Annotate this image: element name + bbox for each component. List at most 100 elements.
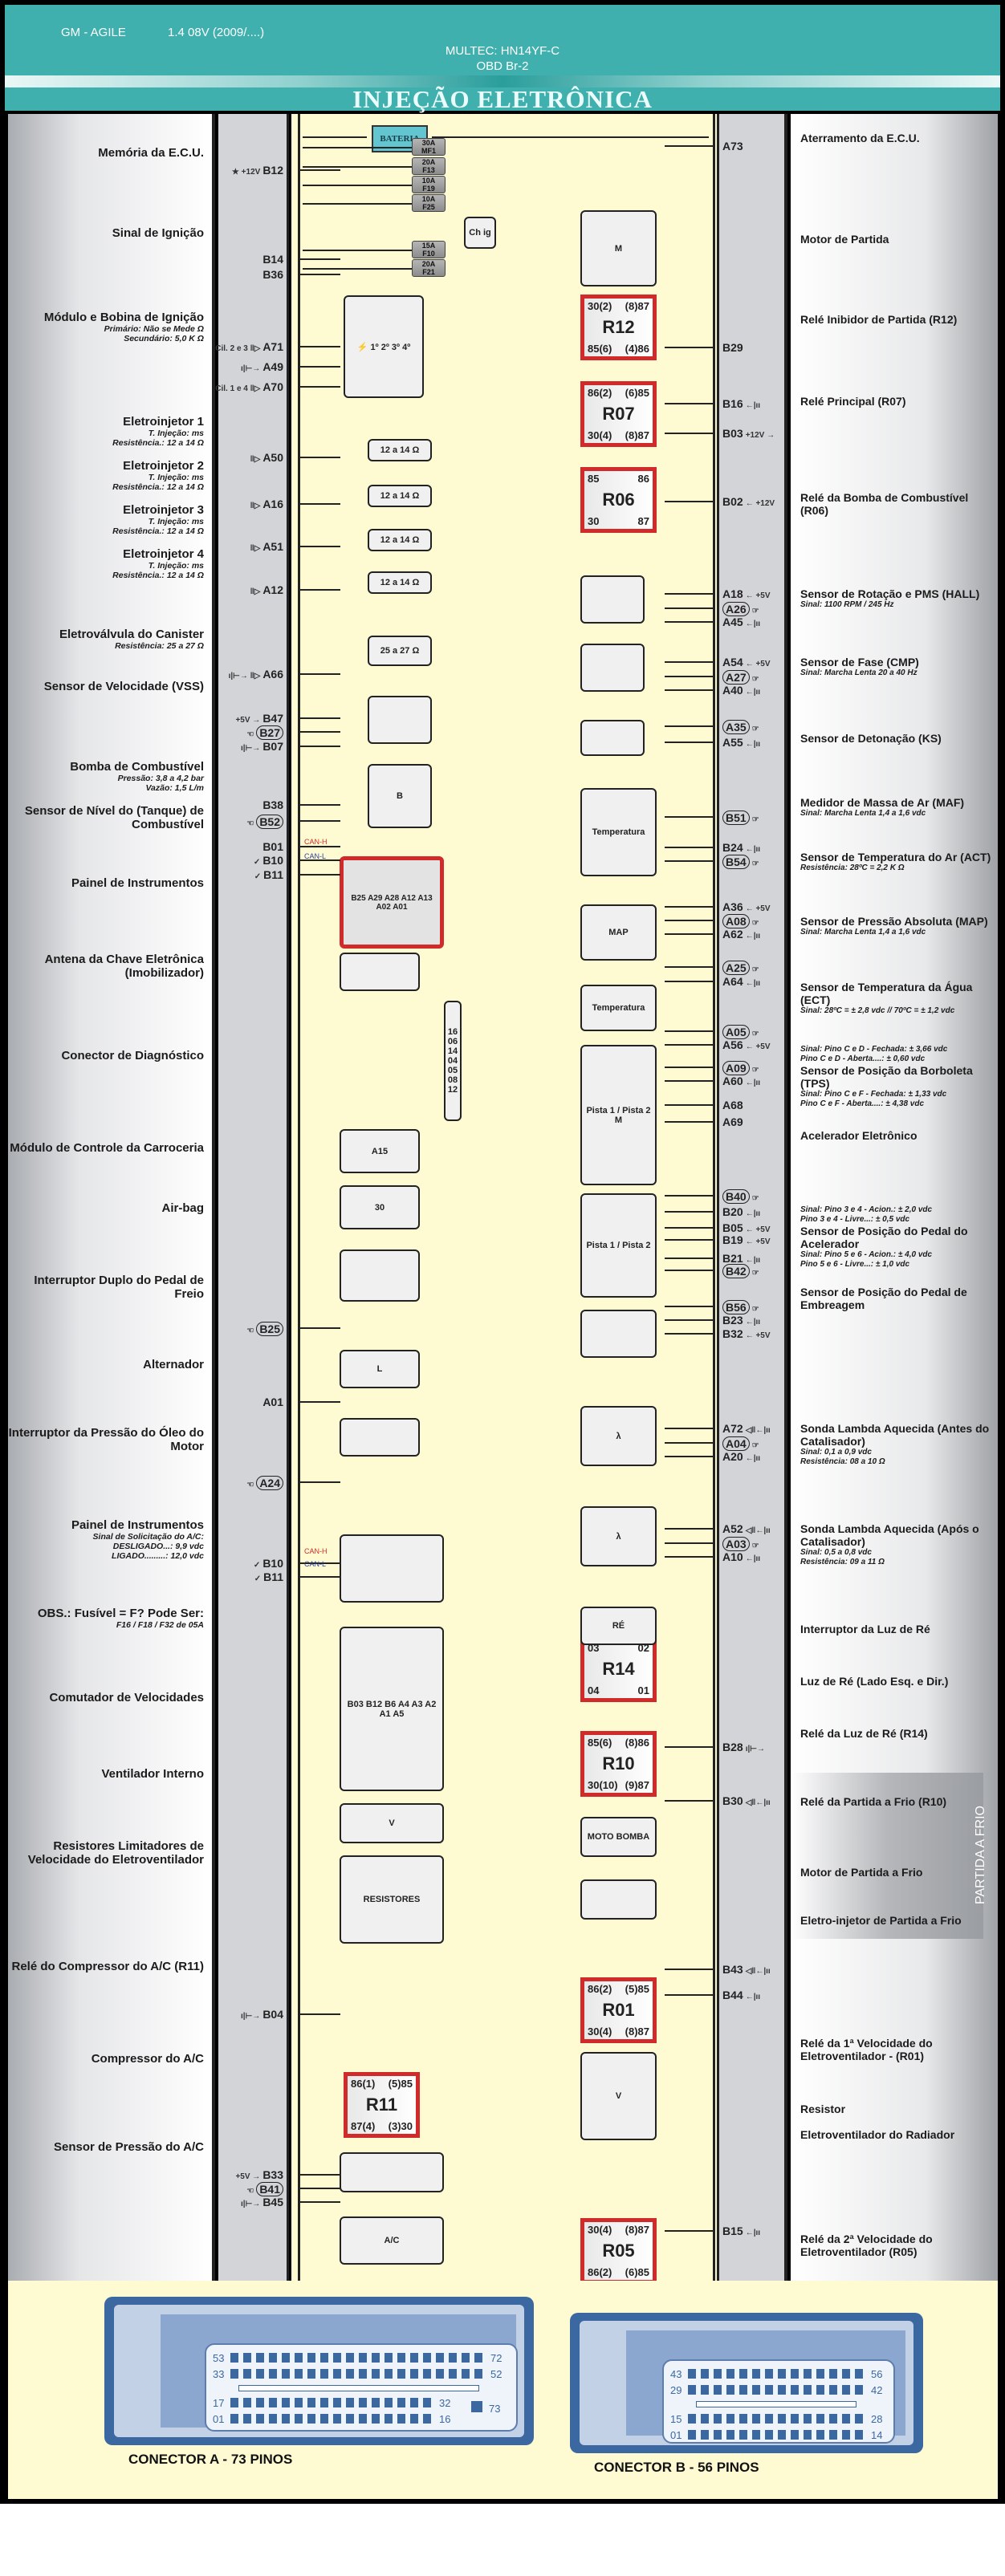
pin-b30[interactable]: B30◁‖←|ıı (722, 1794, 773, 1810)
pin-b44[interactable]: B44←|ıı (722, 1989, 763, 2004)
pin-b40[interactable]: B40☞ (722, 1189, 762, 1205)
pin-b10[interactable]: ✓B10 (251, 1557, 283, 1572)
pin-b32[interactable]: B32← +5V (722, 1327, 773, 1343)
pin-symbol-icon: ‖▷ (250, 502, 261, 510)
pin-b20[interactable]: B20←|ıı (722, 1205, 763, 1221)
pin-b15[interactable]: B15←|ıı (722, 2225, 763, 2240)
pin-a09[interactable]: A09☞ (722, 1061, 762, 1077)
pin-symbol-icon: ‖▷ (250, 544, 261, 553)
pin-b10[interactable]: ✓B10 (251, 854, 283, 869)
pin-a69[interactable]: A69 (722, 1115, 743, 1128)
ecu-info: MULTEC: HN14YF-C OBD Br-2 (5, 43, 1000, 74)
pin-socket (230, 2369, 238, 2379)
pin-b27[interactable]: ☜B27 (244, 725, 283, 742)
pin-b54[interactable]: B54☞ (722, 855, 762, 871)
pin-b14[interactable]: B14 (262, 253, 283, 266)
pin-a27[interactable]: A27☞ (722, 670, 762, 686)
pin-b47[interactable]: +5V →B47 (233, 712, 283, 727)
pin-a35[interactable]: A35☞ (722, 720, 762, 736)
component-spec: Resistência.: 12 a 14 Ω (112, 526, 204, 536)
pin-b25[interactable]: ☜B25 (244, 1322, 283, 1338)
pin-b11[interactable]: ✓B11 (252, 1570, 283, 1586)
pin-b19[interactable]: B19← +5V (722, 1233, 773, 1249)
pin-b56[interactable]: B56☞ (722, 1300, 762, 1316)
obd-standard: OBD Br-2 (476, 59, 529, 73)
pin-b24[interactable]: B24←|ıı (722, 841, 763, 856)
pin-a01[interactable]: A01 (262, 1396, 283, 1408)
pin-b29[interactable]: B29 (722, 341, 743, 354)
pin-a71[interactable]: Cil. 2 e 3 ‖▷A71 (213, 340, 283, 356)
wire (300, 346, 340, 347)
pin-a49[interactable]: ı|⊢→A49 (238, 360, 283, 376)
pin-b23[interactable]: B23←|ıı (722, 1314, 763, 1329)
pin-a03[interactable]: A03☞ (722, 1537, 762, 1553)
pin-b02[interactable]: B02← +12V (722, 495, 777, 510)
pin-b52[interactable]: ☜B52 (244, 815, 283, 831)
pin-a70[interactable]: Cil. 1 e 4 ‖▷A70 (213, 380, 283, 396)
pin-a26[interactable]: A26☞ (722, 602, 762, 618)
pin-a04[interactable]: A04☞ (722, 1436, 762, 1453)
pin-b04[interactable]: ı|⊢→B04 (238, 2008, 283, 2023)
pin-a40[interactable]: A40←|ıı (722, 684, 763, 699)
pin-b21[interactable]: B21←|ıı (722, 1252, 763, 1267)
pin-b36[interactable]: B36 (262, 268, 283, 281)
pin-a68[interactable]: A68 (722, 1099, 743, 1111)
pin-a10[interactable]: A10←|ıı (722, 1550, 763, 1566)
component-label-vss: Sensor de Velocidade (VSS) (3, 680, 204, 693)
pin-number: 72 (490, 2352, 502, 2364)
pin-code: B52 (256, 815, 283, 829)
diagnostic-connector: 16 06 14 04 05 08 12 (444, 1001, 462, 1121)
pin-socket (282, 2398, 290, 2407)
pin-a20[interactable]: A20←|ıı (722, 1450, 763, 1465)
wire (300, 2013, 340, 2015)
pin-a66[interactable]: ı|⊢→ ‖▷A66 (226, 668, 283, 683)
pin-a18[interactable]: A18← +5V (722, 587, 773, 603)
pin-a16[interactable]: ‖▷A16 (248, 498, 283, 513)
pin-b45[interactable]: ı|⊢→B45 (238, 2196, 283, 2211)
pin-a56[interactable]: A56← +5V (722, 1038, 773, 1054)
pin-a73[interactable]: A73 (722, 140, 743, 152)
pin-a54[interactable]: A54← +5V (722, 656, 773, 671)
pin-a62[interactable]: A62←|ıı (722, 928, 763, 943)
pin-b01[interactable]: B01 (262, 840, 283, 853)
pin-code: A36 (722, 900, 743, 913)
pin-b03[interactable]: B03+12V → (722, 427, 777, 442)
pin-a12[interactable]: ‖▷A12 (248, 583, 283, 599)
pin-a45[interactable]: A45←|ıı (722, 616, 763, 631)
pin-symbol-icon: ★ +12V (231, 168, 261, 177)
pin-number: 01 (213, 2413, 225, 2425)
pin-b16[interactable]: B16←|ıı (722, 397, 763, 412)
pin-b43[interactable]: B43◁‖←|ıı (722, 1963, 773, 1978)
wire (665, 621, 713, 623)
pin-a60[interactable]: A60←|ıı (722, 1075, 763, 1090)
pin-a36[interactable]: A36← +5V (722, 900, 773, 916)
pin-a08[interactable]: A08☞ (722, 914, 762, 930)
component-title: OBS.: Fusível = F? Pode Ser: (37, 1607, 204, 1620)
pin-a64[interactable]: A64←|ıı (722, 975, 763, 990)
pin-a24[interactable]: ☜A24 (244, 1476, 283, 1492)
pin-b05[interactable]: B05← +5V (722, 1221, 773, 1237)
pin-b07[interactable]: ı|⊢→B07 (238, 740, 283, 755)
pin-b41[interactable]: ☜B41 (244, 2182, 283, 2198)
pin-b11[interactable]: ✓B11 (252, 868, 283, 884)
pin-a25[interactable]: A25☞ (722, 961, 762, 977)
pin-a55[interactable]: A55←|ıı (722, 736, 763, 751)
pin-a72[interactable]: A72◁‖←|ıı (722, 1422, 773, 1437)
pin-a50[interactable]: ‖▷A50 (248, 451, 283, 466)
pin-socket (333, 2353, 341, 2363)
pin-a05[interactable]: A05☞ (722, 1025, 762, 1041)
component-label-lambda-antes: Sonda Lambda Aquecida (Antes do Catalisa… (800, 1422, 993, 1467)
component-title: Módulo e Bobina de Ignição (43, 311, 204, 324)
pin-b33[interactable]: +5V →B33 (233, 2168, 283, 2184)
pin-b42[interactable]: B42☞ (722, 1264, 762, 1280)
component-label-airbag: Air-bag (3, 1201, 205, 1215)
pin-b51[interactable]: B51☞ (722, 811, 762, 827)
pin-a52[interactable]: A52◁‖←|ıı (722, 1522, 773, 1538)
pin-symbol-icon: ←|ıı (745, 1454, 761, 1463)
pin-a51[interactable]: ‖▷A51 (248, 540, 283, 555)
pin-b38[interactable]: B38 (262, 798, 283, 811)
pin-code: B45 (262, 2196, 283, 2208)
